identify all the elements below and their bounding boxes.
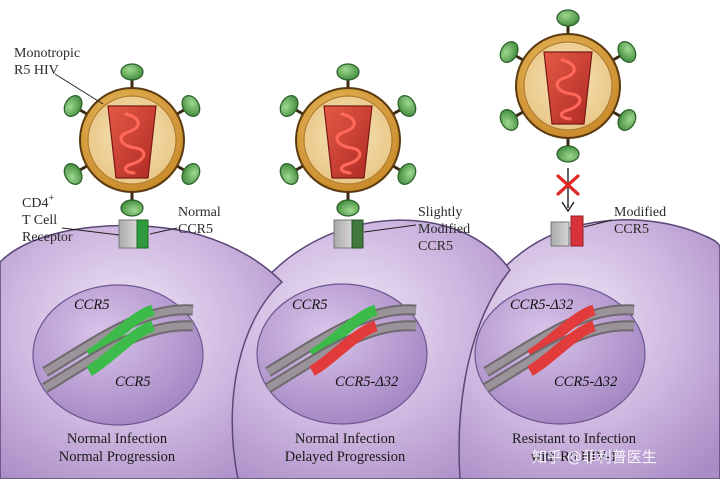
caption-3: Resistant to Infection with R5 HIV-1 bbox=[512, 431, 637, 465]
spike-knob bbox=[556, 9, 580, 27]
viral-rna bbox=[555, 58, 582, 121]
spike-knob bbox=[279, 95, 299, 117]
spike-knob bbox=[499, 109, 519, 131]
receptor-label-line3: Receptor bbox=[22, 230, 73, 245]
receptor-label-cd4: CD4 bbox=[22, 196, 48, 211]
ccr5-label-3: Modified CCR5 bbox=[614, 205, 666, 237]
ccr5-label-3-line2: CCR5 bbox=[614, 222, 649, 237]
spike-knob bbox=[63, 163, 83, 185]
spike-knob bbox=[279, 163, 299, 185]
cd4-receptor-stem bbox=[550, 221, 570, 247]
blocked-entry bbox=[556, 168, 580, 213]
caption-2: Normal Infection Delayed Progression bbox=[285, 431, 406, 465]
ccr5-label-2-line1: Slightly bbox=[418, 205, 462, 220]
ccr5-label-2-line3: CCR5 bbox=[418, 239, 453, 254]
virus-label-line2: R5 HIV bbox=[14, 63, 59, 78]
receptor-3 bbox=[550, 215, 584, 247]
virus-label: Monotropic R5 HIV bbox=[14, 46, 80, 78]
gene-segment-bottom bbox=[309, 320, 379, 376]
spike-knob bbox=[397, 95, 417, 117]
receptor-label-line1: CD4+ bbox=[22, 193, 54, 211]
chromosome-pair-2 bbox=[265, 304, 417, 393]
ccr5-label-1: Normal CCR5 bbox=[178, 205, 221, 237]
ccr5-receptor-modified bbox=[570, 215, 584, 247]
viral-rna bbox=[335, 112, 362, 175]
viral-capsid bbox=[107, 105, 157, 179]
receptor-label-sup: + bbox=[48, 193, 54, 204]
spike-knob bbox=[336, 63, 360, 81]
pointer-lines bbox=[54, 73, 613, 236]
spike-knob bbox=[63, 95, 83, 117]
gene-segment-bottom bbox=[527, 320, 597, 376]
gene-label-3-top: CCR5-Δ32 bbox=[510, 297, 573, 313]
virus-label-line1: Monotropic bbox=[14, 46, 80, 61]
caption-1-line2: Normal Progression bbox=[59, 449, 176, 465]
spike-knob bbox=[181, 95, 201, 117]
caption-1-line1: Normal Infection bbox=[67, 431, 168, 447]
spike-knob bbox=[499, 41, 519, 63]
gene-bands bbox=[42, 304, 635, 393]
caption-3-line2: with R5 HIV-1 bbox=[531, 449, 617, 465]
caption-2-line1: Normal Infection bbox=[295, 431, 396, 447]
hiv-virion-2 bbox=[279, 63, 417, 217]
ccr5-label-1-line2: CCR5 bbox=[178, 222, 213, 237]
viral-capsid bbox=[543, 51, 593, 125]
viral-capsid bbox=[323, 105, 373, 179]
spike-knob bbox=[617, 109, 637, 131]
ccr5-label-1-line1: Normal bbox=[178, 205, 221, 220]
chromosome-pair-3 bbox=[483, 304, 635, 393]
cd4-receptor-stem bbox=[333, 219, 353, 249]
caption-1: Normal Infection Normal Progression bbox=[59, 431, 176, 465]
spike-knob bbox=[120, 199, 144, 217]
viral-rna bbox=[119, 112, 146, 175]
receptor-2 bbox=[333, 219, 364, 249]
spike-knob bbox=[181, 163, 201, 185]
ccr5-label-2: Slightly Modified CCR5 bbox=[418, 205, 470, 254]
chromosome-pair-1 bbox=[42, 304, 194, 393]
receptor-1 bbox=[118, 219, 149, 249]
ccr5-receptor-slight bbox=[351, 219, 364, 249]
cd4-receptor-stem bbox=[118, 219, 138, 249]
gene-label-1-top: CCR5 bbox=[74, 297, 109, 313]
spike-knob bbox=[336, 199, 360, 217]
gene-label-2-bottom: CCR5-Δ32 bbox=[335, 374, 398, 390]
receptor-label: CD4+ T Cell Receptor bbox=[22, 193, 73, 245]
ccr5-label-3-line1: Modified bbox=[614, 205, 666, 220]
entry-arrowhead bbox=[561, 201, 575, 213]
spike-knob bbox=[556, 145, 580, 163]
receptor-label-line2: T Cell bbox=[22, 213, 57, 228]
gene-label-3-bottom: CCR5-Δ32 bbox=[554, 374, 617, 390]
gene-segment-bottom bbox=[86, 320, 156, 376]
caption-2-line2: Delayed Progression bbox=[285, 449, 406, 465]
ccr5-receptor-normal bbox=[136, 219, 149, 249]
caption-3-line1: Resistant to Infection bbox=[512, 431, 637, 447]
spike-knob bbox=[617, 41, 637, 63]
hiv-virion-1 bbox=[63, 63, 201, 217]
watermark: 知乎 @菲利普医生 bbox=[532, 448, 657, 466]
ccr5-label-2-line2: Modified bbox=[418, 222, 470, 237]
spike-knob bbox=[397, 163, 417, 185]
hiv-virion-3 bbox=[499, 9, 637, 163]
block-x-icon bbox=[556, 174, 580, 196]
gene-label-2-top: CCR5 bbox=[292, 297, 327, 313]
spike-knob bbox=[120, 63, 144, 81]
gene-label-1-bottom: CCR5 bbox=[115, 374, 150, 390]
